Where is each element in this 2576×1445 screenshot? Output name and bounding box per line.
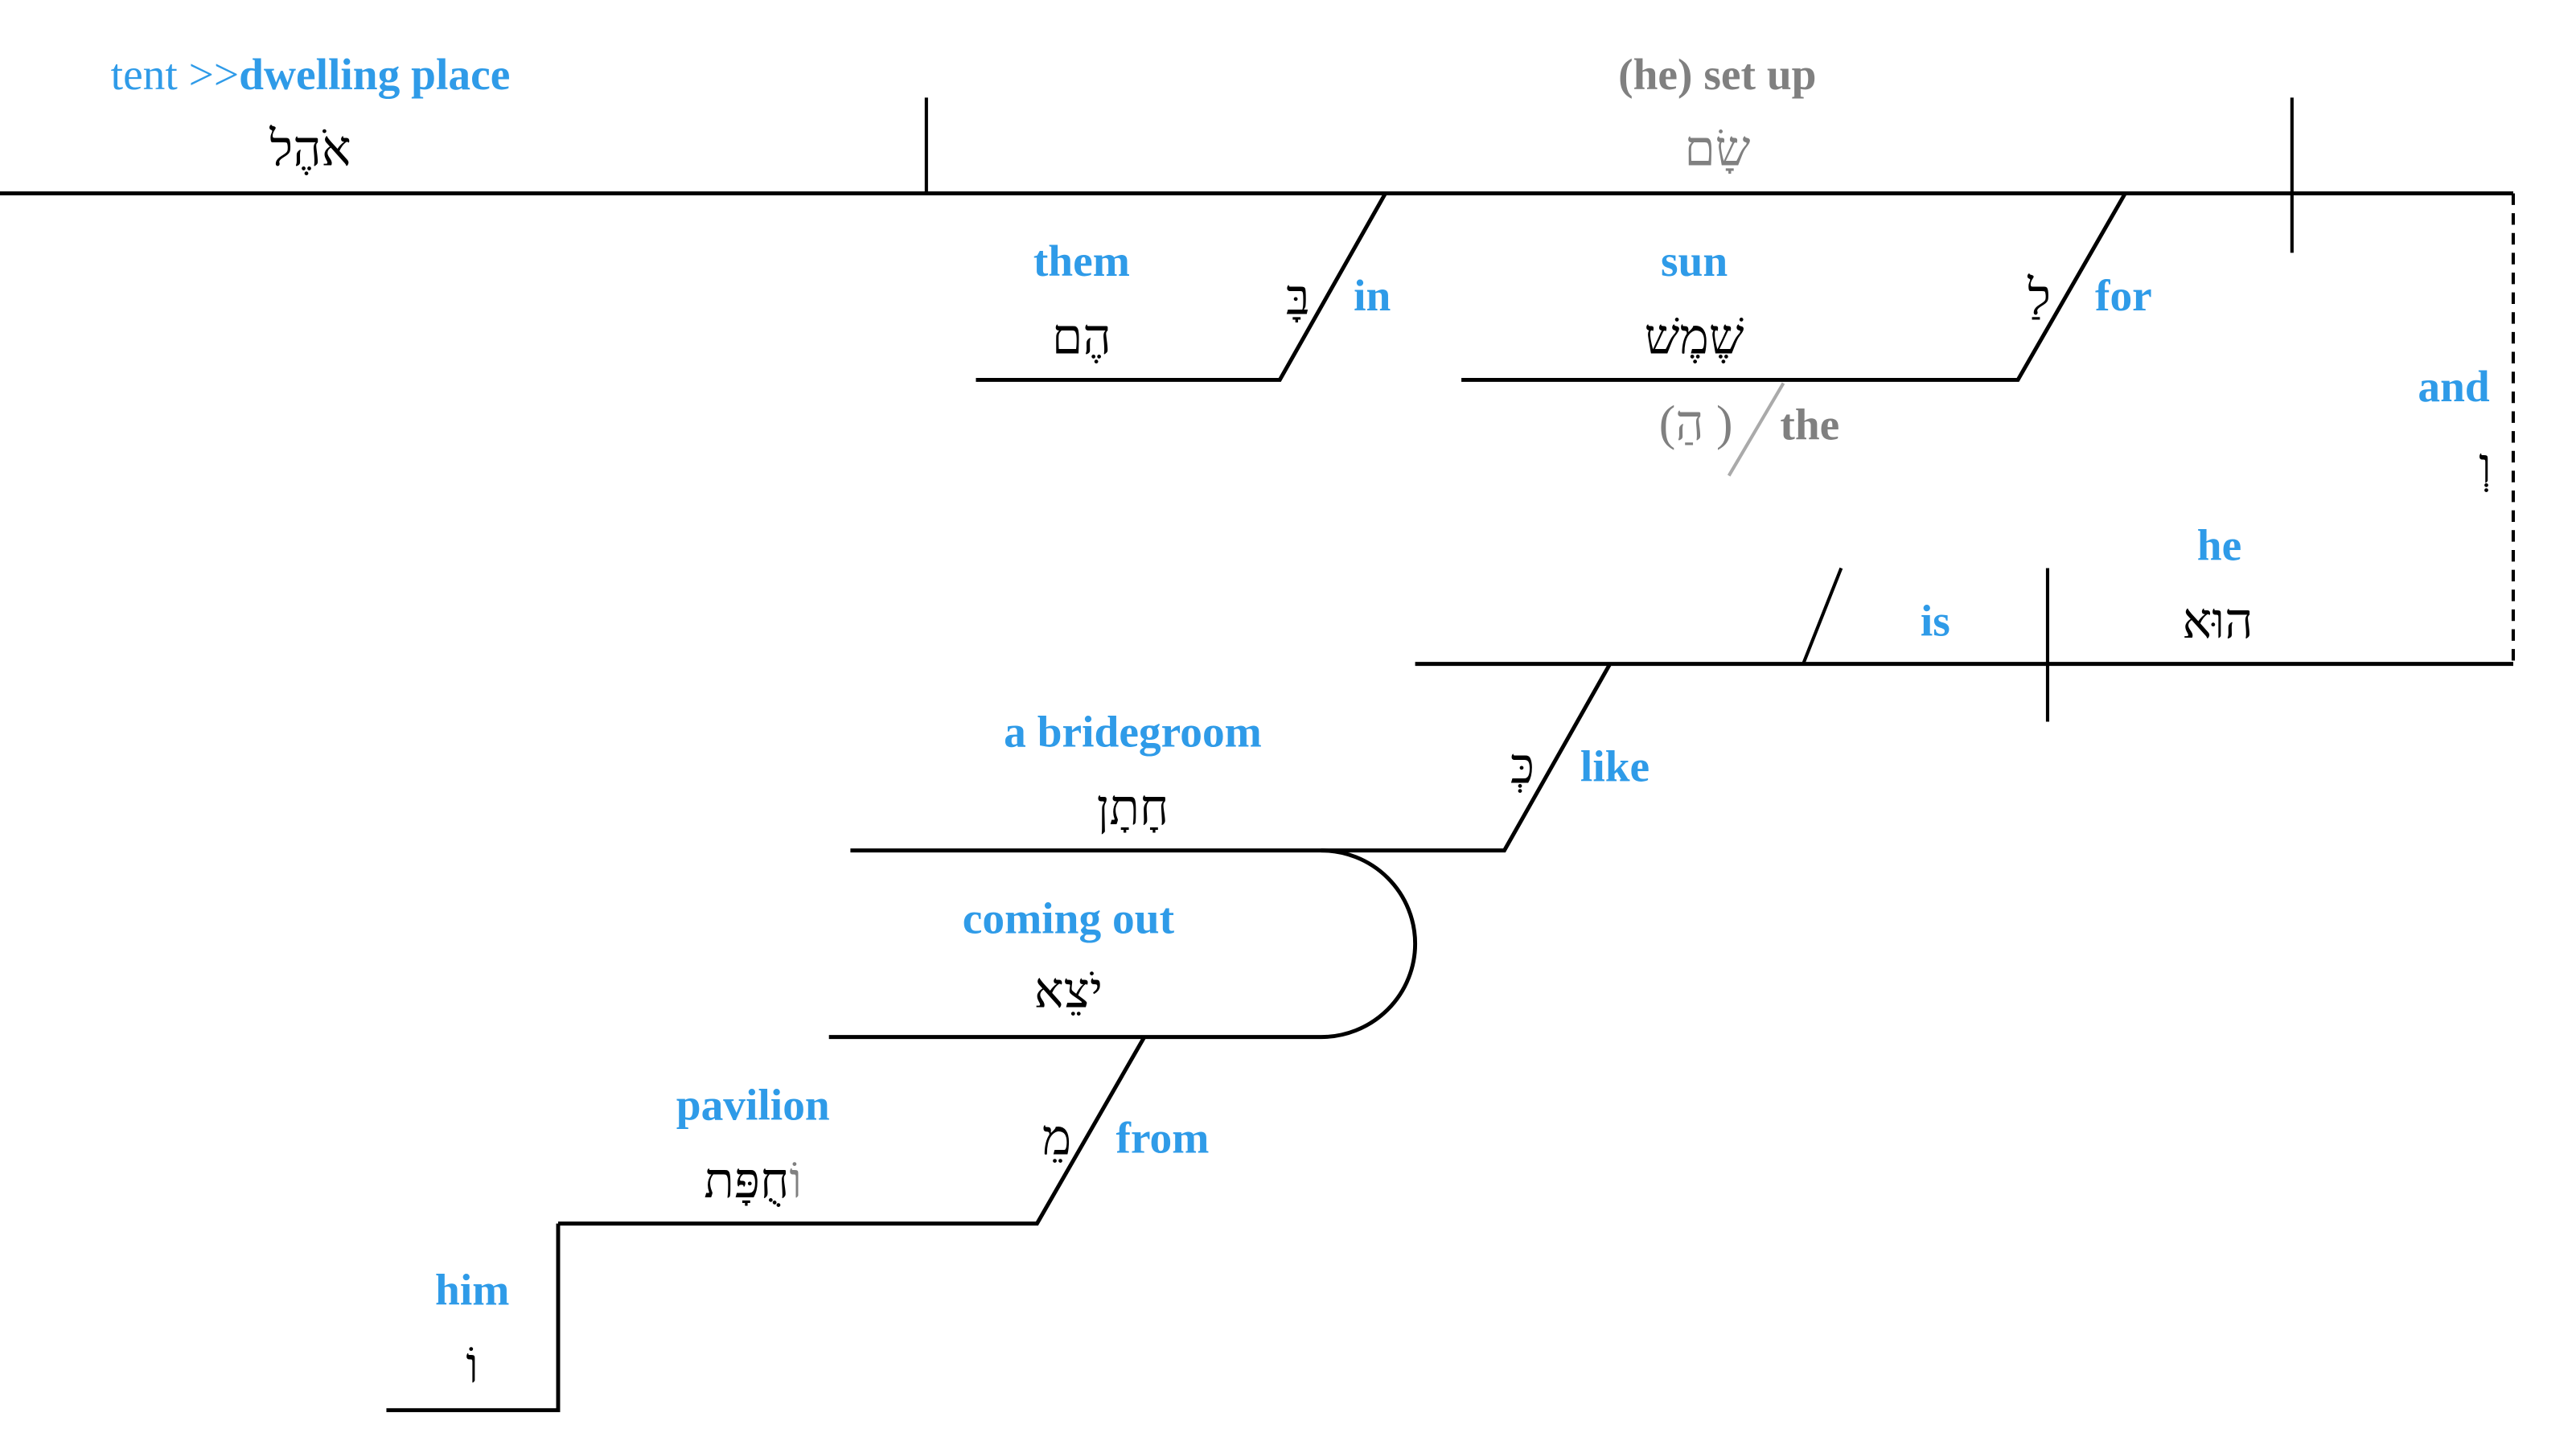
verb-hebrew: שָׂם	[1684, 122, 1750, 177]
clause2-subject-hebrew: הוּא	[2182, 594, 2253, 649]
prep-like-object-gloss: a bridegroom	[1004, 707, 1262, 756]
prep-like-object-hebrew: חָתָן	[1097, 781, 1169, 835]
prep-for-gloss: for	[2095, 271, 2152, 320]
prep-from-gloss: from	[1115, 1113, 1209, 1162]
prep-in-object-hebrew: הֶם	[1052, 310, 1111, 365]
prep-from-hebrew: מֵ	[1042, 1110, 1072, 1165]
article-hebrew: (הַ )	[1659, 396, 1733, 450]
prep-in-gloss: in	[1354, 271, 1391, 320]
clause2-verb-gloss: is	[1921, 597, 1950, 646]
prep-for-object-gloss: sun	[1661, 236, 1728, 285]
subject-gloss: tent >>dwelling place	[111, 50, 511, 99]
article-modifier-line	[1727, 382, 1785, 477]
prep-like-gloss: like	[1580, 741, 1650, 790]
prep-like-line	[850, 663, 1613, 853]
clause2-subject-gloss: he	[2197, 520, 2241, 569]
prep-like-hebrew: כְּ	[1510, 739, 1535, 794]
prep-for-hebrew: לַ	[2027, 270, 2051, 325]
conjunction-hebrew: וְ	[2479, 439, 2492, 494]
possessor-gloss: him	[435, 1265, 509, 1314]
prep-from-line	[557, 1036, 1147, 1226]
prep-for-object-hebrew: שֶׁמֶשׁ	[1645, 310, 1744, 365]
prep-in-line	[976, 192, 1387, 382]
verb-gloss: (he) set up	[1618, 50, 1816, 99]
prep-in-hebrew: בָּ	[1286, 270, 1310, 325]
prep-from-object-gloss: pavilion	[676, 1080, 830, 1129]
participle-hebrew: יֹצֵא	[1034, 964, 1103, 1019]
article-gloss: the	[1780, 400, 1839, 449]
predicate-divider	[1802, 567, 1843, 665]
prep-from-object-hebrew: וֹחֻפָּת	[704, 1154, 802, 1209]
possessor-hebrew: וֹ	[466, 1339, 479, 1394]
participle-line	[828, 848, 1417, 1040]
subject-hebrew: אֹהֶל	[269, 122, 351, 177]
prep-in-object-gloss: them	[1033, 236, 1130, 285]
participle-gloss: coming out	[963, 893, 1175, 942]
conjunction-gloss: and	[2418, 362, 2490, 411]
prep-for-line	[1461, 192, 2127, 382]
possessor-line	[386, 1223, 561, 1413]
